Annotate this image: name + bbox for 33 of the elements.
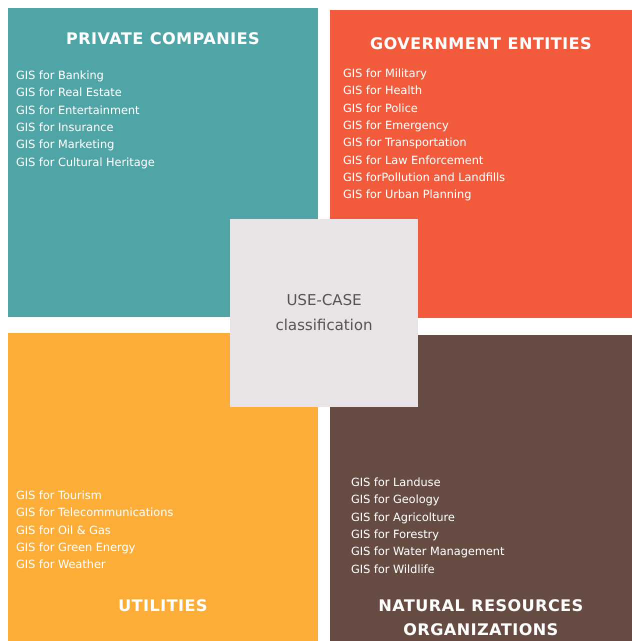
list-item: GIS for Marketing (16, 137, 114, 154)
list-item: GIS for Forestry (351, 526, 439, 543)
list-item: GIS for Military (343, 66, 427, 82)
list-item: GIS for Agricolture (351, 510, 455, 526)
list-item: GIS for Landuse (351, 475, 441, 491)
list-item: GIS for Entertainment (16, 102, 140, 119)
list-item: GIS for Telecommunications (16, 505, 174, 522)
list-item: GIS for Emergency (343, 118, 449, 134)
section-heading: UTILITIES (117, 595, 209, 617)
list-item: GIS for Health (343, 83, 422, 100)
section-heading: NATURAL RESOURCES ORGANIZATIONS (377, 595, 585, 641)
list-item: GIS for Law Enforcement (343, 152, 484, 168)
list-item: GIS for Wildlife (351, 562, 435, 578)
list-item: GIS for Oil & Gas (16, 522, 111, 539)
list-item: GIS for Police (343, 100, 418, 117)
center-label: USE-CASE classification (274, 290, 374, 336)
list-item: GIS for Transportation (343, 135, 467, 152)
list-item: GIS for Water Management (351, 544, 504, 560)
category-panel (8, 333, 318, 641)
list-item: GIS for Banking (16, 68, 104, 84)
list-item: GIS forPollution and Landfills (343, 170, 506, 186)
section-heading: PRIVATE COMPANIES (64, 28, 262, 50)
list-item: GIS for Urban Planning (343, 187, 472, 204)
section-heading: GOVERNMENT ENTITIES (368, 33, 594, 55)
list-item: GIS for Geology (351, 492, 440, 508)
list-item: GIS for Tourism (16, 488, 102, 504)
list-item: GIS for Weather (16, 557, 106, 574)
list-item: GIS for Real Estate (16, 85, 122, 102)
list-item: GIS for Insurance (16, 120, 114, 136)
center-box (230, 219, 418, 407)
list-item: GIS for Cultural Heritage (16, 154, 155, 170)
category-panel (330, 335, 632, 641)
list-item: GIS for Green Energy (16, 540, 136, 556)
